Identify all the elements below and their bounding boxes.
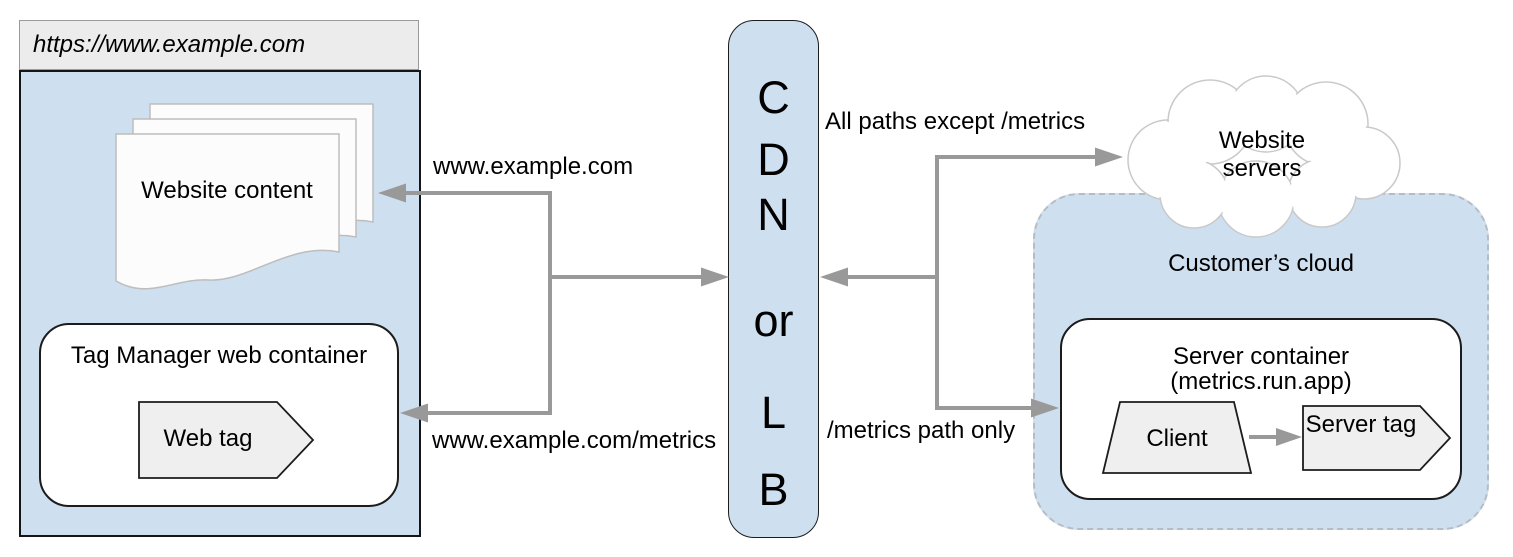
server-container-subtitle: (metrics.run.app) <box>1170 368 1352 395</box>
browser-url-bar: https://www.example.com <box>19 20 419 70</box>
website-servers-label: Website servers <box>1218 127 1306 182</box>
metrics-request-label: www.example.com/metrics <box>432 427 717 454</box>
tag-manager-label: Tag Manager web container <box>70 342 368 369</box>
arrowhead <box>820 267 848 287</box>
cdn-lb-box: C D N or L B <box>728 20 819 538</box>
metrics-only-label: /metrics path only <box>827 417 1016 444</box>
cdn-lb-letter: B <box>758 464 789 515</box>
cdn-lb-letter: C <box>757 72 790 123</box>
client-label: Client <box>1146 425 1208 452</box>
browser-cdn-connector <box>378 183 729 423</box>
customer-cloud-label: Customer’s cloud <box>1168 250 1354 277</box>
arrowhead <box>701 267 729 287</box>
web-tag-label: Web tag <box>163 425 253 452</box>
browser-url-text: https://www.example.com <box>33 31 306 58</box>
server-container-label: Server container (metrics.run.app) <box>1061 344 1461 394</box>
arrowhead <box>1095 147 1123 167</box>
website-content-label: Website content <box>141 177 313 204</box>
all-paths-label: All paths except /metrics <box>825 108 1086 135</box>
cdn-lb-or: or <box>753 295 794 346</box>
server-tag-label: Server tag <box>1305 411 1417 438</box>
cdn-lb-letter: L <box>760 387 787 438</box>
server-container-title: Server container <box>1172 343 1350 370</box>
www-request-label: www.example.com <box>433 153 634 180</box>
cdn-lb-letter: N <box>757 189 790 240</box>
cdn-lb-letter: D <box>757 134 790 185</box>
